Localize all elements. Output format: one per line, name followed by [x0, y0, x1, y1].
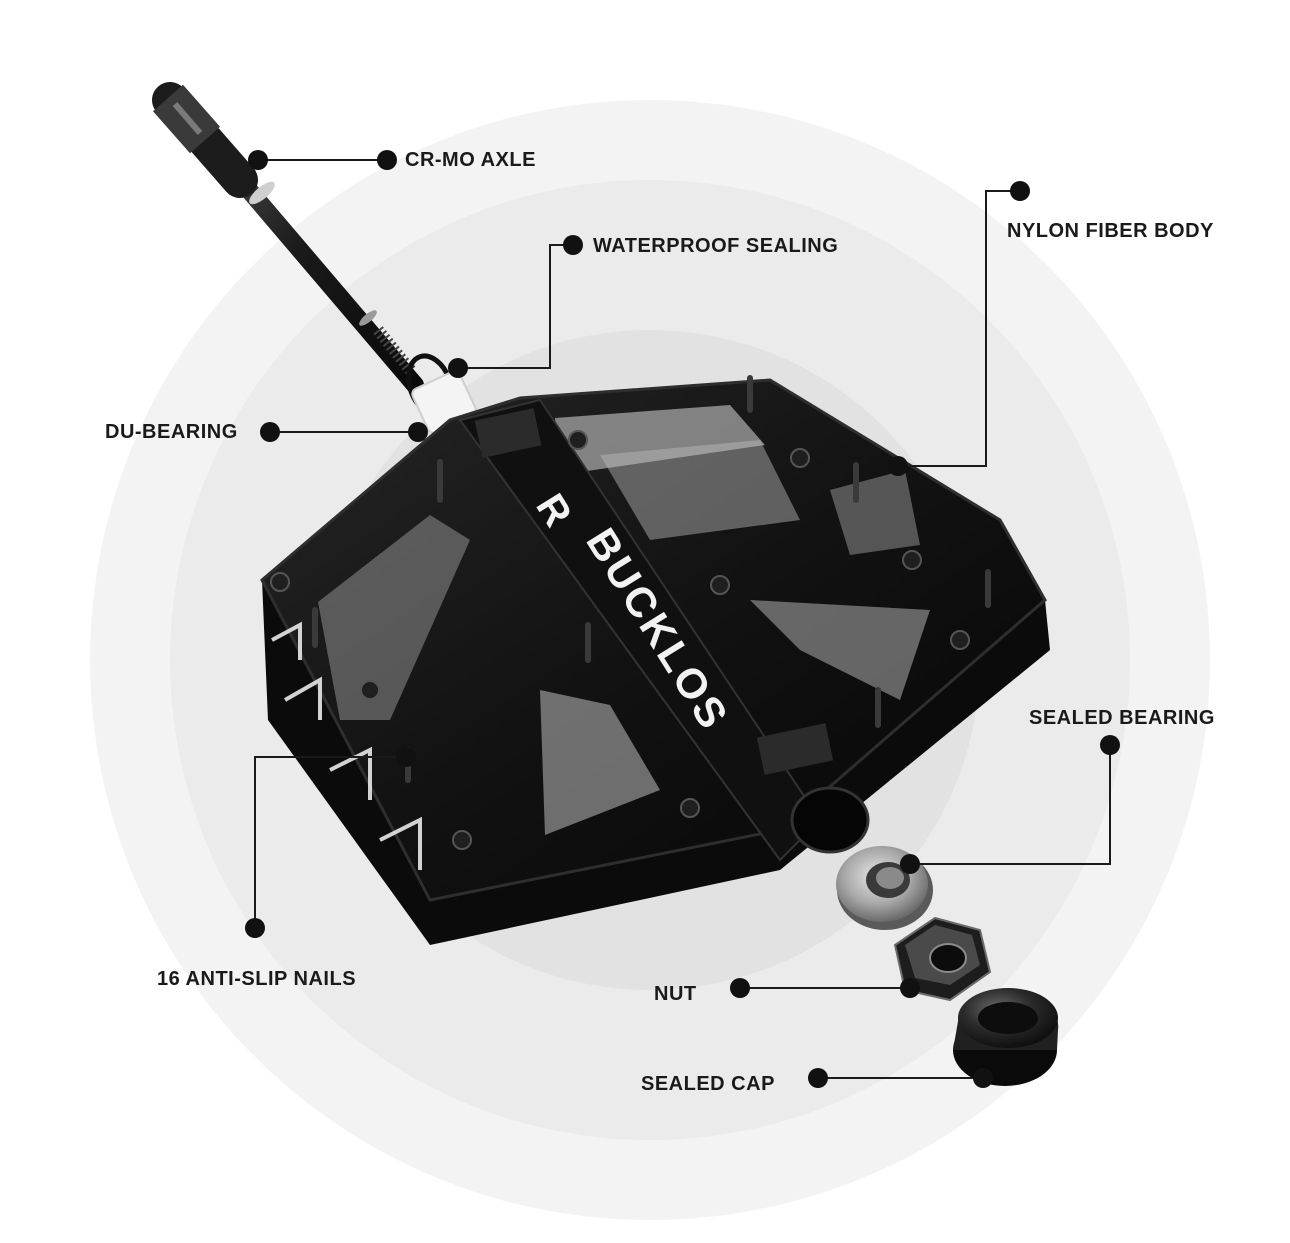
dot-du-bearing-part: [408, 422, 428, 442]
leader-nylon: [898, 190, 1020, 467]
dot-nut-part: [900, 978, 920, 998]
label-anti-slip-nails: 16 ANTI-SLIP NAILS: [157, 968, 357, 990]
dot-nylon-label: [1010, 181, 1030, 201]
dot-axle-label: [377, 150, 397, 170]
pedal-body-illustration: R BUCKLOS: [260, 375, 1050, 945]
dot-nylon-part: [888, 456, 908, 476]
sealed-cap-illustration: [953, 988, 1059, 1086]
dot-sealed-bearing-label: [1100, 735, 1120, 755]
dot-axle-part: [248, 150, 268, 170]
dot-waterproof-part: [448, 358, 468, 378]
dot-anti-slip-part: [396, 747, 416, 767]
leader-anti-slip: [254, 756, 406, 928]
dot-sealed-cap-part: [973, 1068, 993, 1088]
label-du-bearing: DU-BEARING: [105, 421, 238, 443]
axle-illustration: [152, 82, 424, 394]
label-cr-mo-axle: CR-MO AXLE: [405, 149, 536, 171]
leader-sealed-bearing: [910, 745, 1111, 865]
dot-waterproof-label: [563, 235, 583, 255]
dot-sealed-bearing-part: [900, 854, 920, 874]
dot-sealed-cap-label: [808, 1068, 828, 1088]
leader-dots: [245, 150, 1120, 1088]
label-nylon-fiber-body: NYLON FIBER BODY: [1007, 220, 1214, 242]
dot-nut-label: [730, 978, 750, 998]
label-sealed-cap: SEALED CAP: [641, 1073, 775, 1095]
label-sealed-bearing: SEALED BEARING: [1029, 707, 1215, 729]
leader-lines: [254, 159, 1111, 1079]
leader-waterproof: [458, 244, 573, 369]
nut-illustration: [893, 916, 992, 1002]
label-nut: NUT: [654, 983, 697, 1005]
dot-anti-slip-label: [245, 918, 265, 938]
label-waterproof-sealing: WATERPROOF SEALING: [593, 235, 839, 257]
dot-du-bearing-label: [260, 422, 280, 442]
